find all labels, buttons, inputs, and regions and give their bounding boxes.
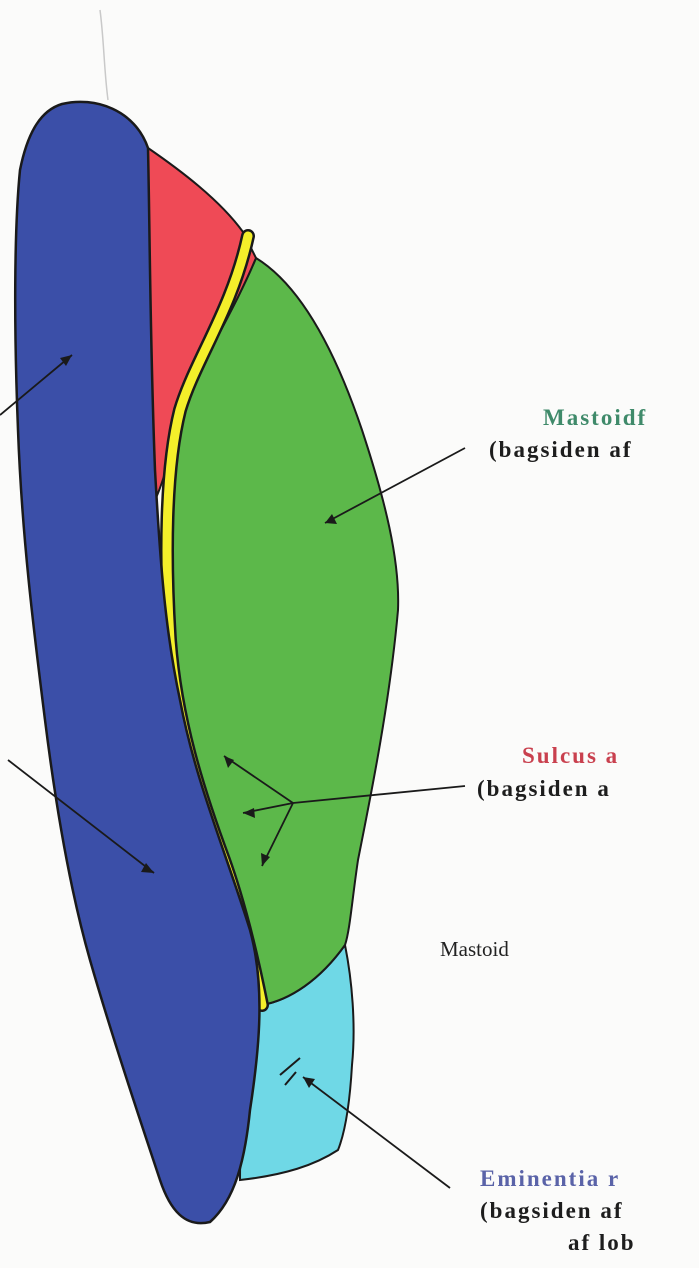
mastoid-label-sub: (bagsiden af xyxy=(489,436,633,463)
mastoid-plain-label: Mastoid xyxy=(440,937,509,962)
sulcus-label-sub: (bagsiden a xyxy=(477,775,611,802)
sulcus-label-title: Sulcus a xyxy=(522,742,619,769)
stray-line xyxy=(100,10,108,100)
eminentia-label-sub2: af lob xyxy=(568,1229,636,1256)
eminentia-label-title: Eminentia r xyxy=(480,1165,620,1192)
eminentia-label-sub1: (bagsiden af xyxy=(480,1197,624,1224)
mastoid-label-title: Mastoidf xyxy=(543,404,647,431)
